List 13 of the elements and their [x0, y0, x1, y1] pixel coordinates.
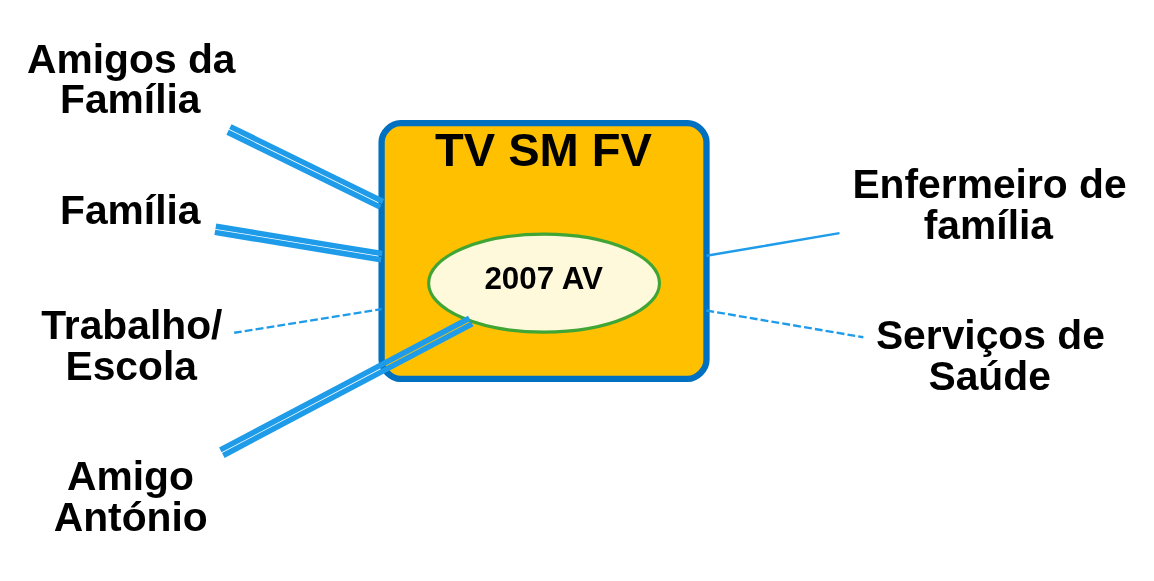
connector	[214, 222, 383, 262]
connector	[706, 308, 864, 338]
node-text: Enfermeiro de família	[852, 160, 1127, 248]
node-text: Amigos da Família	[27, 35, 236, 122]
connector	[706, 231, 840, 257]
node-text: Serviços de Saúde	[875, 311, 1105, 399]
connector	[219, 315, 474, 458]
node-text: Amigo António	[53, 452, 208, 540]
node-text: Trabalho/ Escola	[41, 301, 223, 389]
node-ellipse: 2007 AV	[427, 232, 662, 334]
node-text: Família	[60, 186, 201, 233]
connector	[234, 307, 382, 334]
connector	[226, 123, 385, 210]
